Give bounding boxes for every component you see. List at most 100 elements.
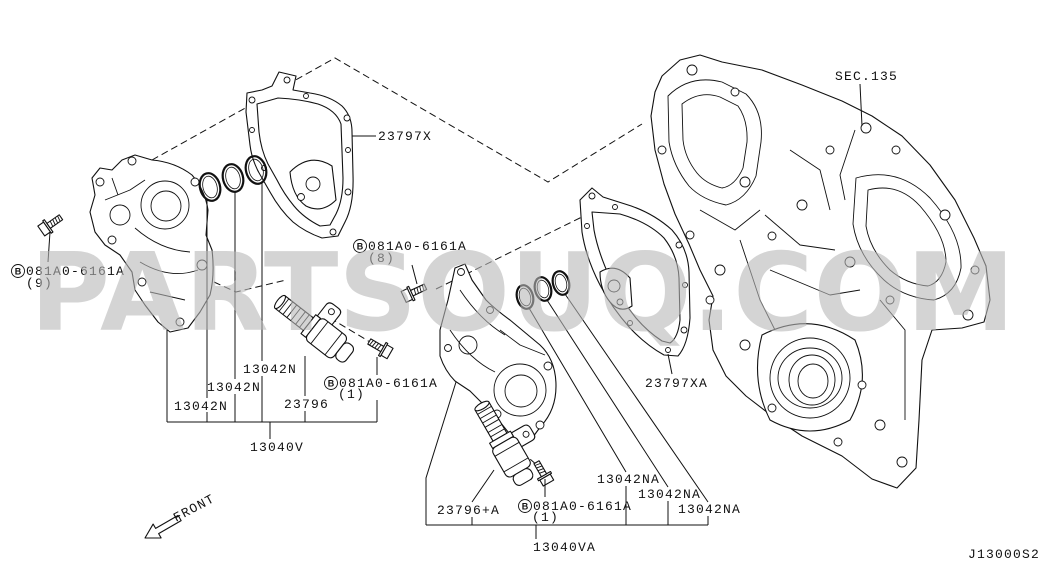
gasket-hole (616, 298, 624, 306)
timing-case-window-left (667, 79, 762, 206)
bolt-hole (739, 339, 751, 351)
gasket-hole (682, 282, 688, 288)
bolt-hole (137, 277, 147, 287)
cover-left-outline (89, 154, 214, 333)
cover-right-boss (493, 363, 547, 417)
cover-right-boss-inner (504, 374, 538, 408)
solenoid-valve-right (474, 400, 536, 486)
gasket-hole (345, 147, 351, 153)
crank-oil-seal-bore (788, 354, 836, 406)
bolt-thread (534, 462, 546, 474)
valve-connector (512, 468, 534, 486)
gasket-hole (680, 326, 688, 334)
timing-case-bolt-holes (657, 64, 980, 468)
solenoid-valve-left-label: 23796 (284, 397, 329, 412)
gasket-hole (329, 228, 337, 236)
valve-mount-hole (522, 430, 530, 438)
gasket-hole (297, 193, 305, 201)
front-arrow-icon (144, 514, 182, 539)
leader-line (471, 469, 495, 525)
o-rings-right (515, 270, 571, 310)
bolt-hole (825, 145, 835, 155)
bolt-hole (457, 268, 465, 276)
assembly-bracket-line (426, 524, 708, 539)
cover-left-boss (140, 180, 190, 230)
timing-case-window-right (852, 174, 962, 301)
o-ring (198, 172, 222, 202)
bolt-hole (730, 87, 740, 97)
gasket-hole (305, 176, 321, 192)
gasket-hole (627, 320, 633, 326)
front-label: FRONT (171, 491, 218, 525)
cover-right-port (458, 335, 478, 355)
gasket-hole (607, 279, 621, 293)
bolt-symbol-circle (324, 376, 338, 390)
bolt-valve-right (533, 460, 555, 487)
bolt-hole (891, 145, 901, 155)
o-ring-inner (518, 287, 532, 307)
gasket-hole (344, 188, 352, 196)
bolt-hole (657, 145, 667, 155)
bolt-quantity: (1) (338, 387, 365, 402)
gasket-hole (588, 192, 596, 200)
valve-spool-lands (278, 298, 310, 328)
bolt-symbol-circle (353, 239, 367, 253)
bolt-hole (767, 403, 777, 413)
cover-left-port (109, 204, 131, 226)
gasket-hole (249, 127, 255, 133)
bolt-hole (685, 230, 695, 240)
valve-tip (273, 294, 287, 310)
bolt-valve-right-callout: B 081A0-6161A (1) (518, 499, 631, 525)
o-ring (244, 155, 268, 185)
bolt-hole (970, 265, 980, 275)
o-ring (515, 284, 535, 310)
leader-lines (47, 83, 863, 539)
crank-oil-seal-inner (797, 363, 829, 399)
bolt-hole (833, 437, 843, 447)
bolt-thread (413, 284, 425, 295)
bolt-cover-right (400, 283, 428, 303)
watermark: PARTSOUQ.COM (30, 231, 1015, 356)
o-ring-inner (554, 273, 568, 293)
o-ring-outer (244, 155, 268, 185)
gasket-hole (303, 93, 309, 99)
crank-oil-seal-outer (769, 337, 851, 419)
leader-line (425, 381, 457, 525)
gasket-hole (248, 96, 256, 104)
crank-seal-housing (756, 323, 863, 432)
o-ring-right-label: 13042NA (638, 487, 701, 502)
leader-line (411, 264, 418, 285)
bolt-hole (796, 199, 808, 211)
crank-oil-seal-lip (777, 347, 843, 409)
bolt-hole (175, 317, 185, 327)
o-ring-outer (515, 284, 535, 310)
bolt-part-number: 081A0-6161A (26, 264, 125, 279)
bolt-hole (962, 309, 974, 321)
timing-case-window-left-inner (681, 94, 748, 189)
section-reference-label: SEC.135 (835, 69, 898, 84)
solenoid-valve-left (273, 294, 355, 363)
assembly-bracket-line (167, 421, 377, 439)
gasket-upper-label: 23797X (378, 129, 432, 144)
valve-timing-cover-right (439, 263, 557, 442)
o-ring (551, 270, 571, 296)
o-ring-left-label: 13042N (174, 399, 228, 414)
solenoid-valve-right-label: 23796+A (437, 503, 500, 518)
o-ring (533, 276, 553, 302)
bolt-cover-left-callout: B 081A0-6161A (9) (11, 264, 125, 291)
leader-line (528, 307, 627, 525)
gasket-hole (343, 114, 351, 122)
timing-case-ribs (699, 129, 906, 420)
o-ring-outer (533, 276, 553, 302)
valve-tip (474, 400, 490, 412)
alignment-dashed-line (213, 279, 287, 293)
valve-body-lines (310, 321, 343, 356)
callout-labels: SEC.135 23797X 23797XA B 081A0-6161A (9)… (11, 69, 1039, 562)
bolt-thread (49, 215, 61, 227)
bolt-hole (939, 209, 951, 221)
bolt-symbol-circle (518, 499, 532, 513)
bolt-hole (896, 456, 908, 468)
bolt-hole (543, 361, 553, 371)
valve-mount-hole (327, 308, 335, 316)
